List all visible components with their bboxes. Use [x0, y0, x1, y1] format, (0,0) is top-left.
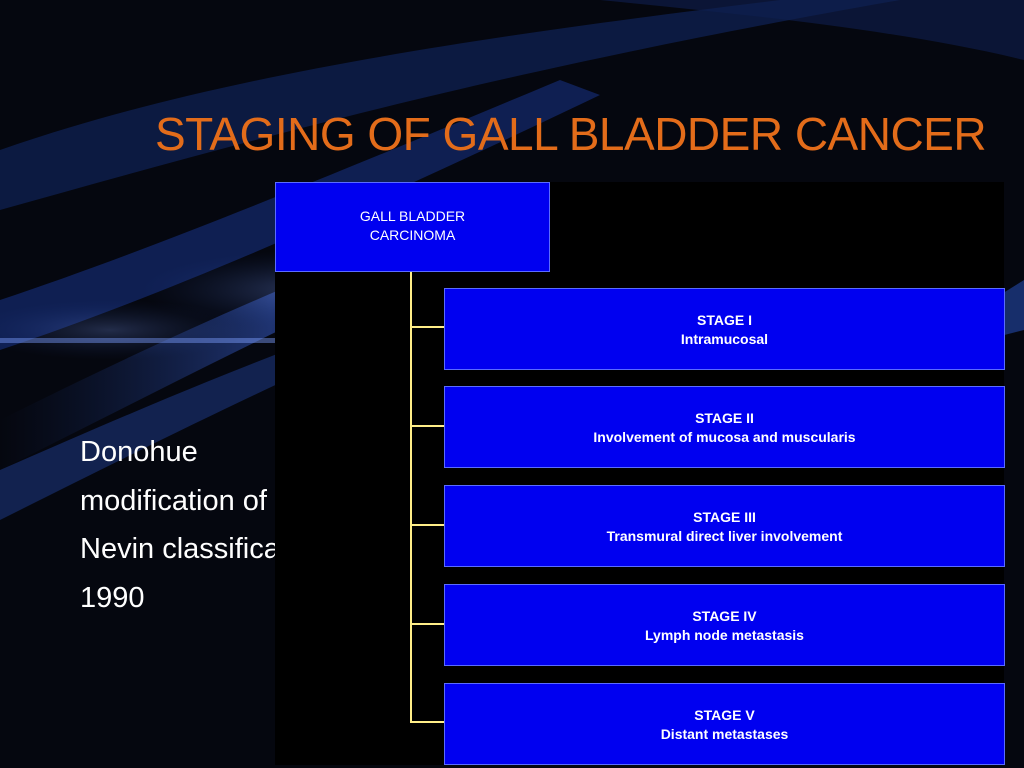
- stage-label: STAGE I: [697, 312, 752, 328]
- stage-description: Distant metastases: [660, 726, 789, 742]
- stage-description: Intramucosal: [680, 331, 769, 347]
- connector-branch-5: [411, 721, 444, 723]
- connector-branch-3: [411, 524, 444, 526]
- stage-label: STAGE II: [695, 410, 754, 426]
- connector-branch-2: [411, 425, 444, 427]
- stage-description: Transmural direct liver involvement: [606, 528, 843, 544]
- connector-trunk: [410, 272, 412, 723]
- stage-label: STAGE IV: [692, 608, 757, 624]
- stage-node-5: STAGE V Distant metastases: [444, 683, 1005, 765]
- root-node-gall-bladder-carcinoma: GALL BLADDER CARCINOMA: [275, 182, 550, 272]
- stage-node-1: STAGE I Intramucosal: [444, 288, 1005, 370]
- stage-node-2: STAGE II Involvement of mucosa and muscu…: [444, 386, 1005, 468]
- root-node-line-1: GALL BLADDER: [359, 208, 466, 224]
- stage-node-4: STAGE IV Lymph node metastasis: [444, 584, 1005, 666]
- stage-description: Involvement of mucosa and muscularis: [593, 429, 856, 445]
- stage-description: Lymph node metastasis: [645, 627, 804, 643]
- stage-node-3: STAGE III Transmural direct liver involv…: [444, 485, 1005, 567]
- slide-title: STAGING OF GALL BLADDER CANCER: [155, 108, 987, 160]
- stage-label: STAGE V: [694, 707, 755, 723]
- caption-line-1: Donohue: [80, 436, 198, 468]
- stage-label: STAGE III: [693, 509, 756, 525]
- caption-line-2: modification of: [80, 484, 267, 517]
- connector-branch-4: [411, 623, 444, 625]
- diagram-panel: [275, 182, 1004, 765]
- connector-branch-1: [411, 326, 444, 328]
- root-node-line-2: CARCINOMA: [369, 227, 456, 243]
- caption-line-4: 1990: [80, 581, 145, 614]
